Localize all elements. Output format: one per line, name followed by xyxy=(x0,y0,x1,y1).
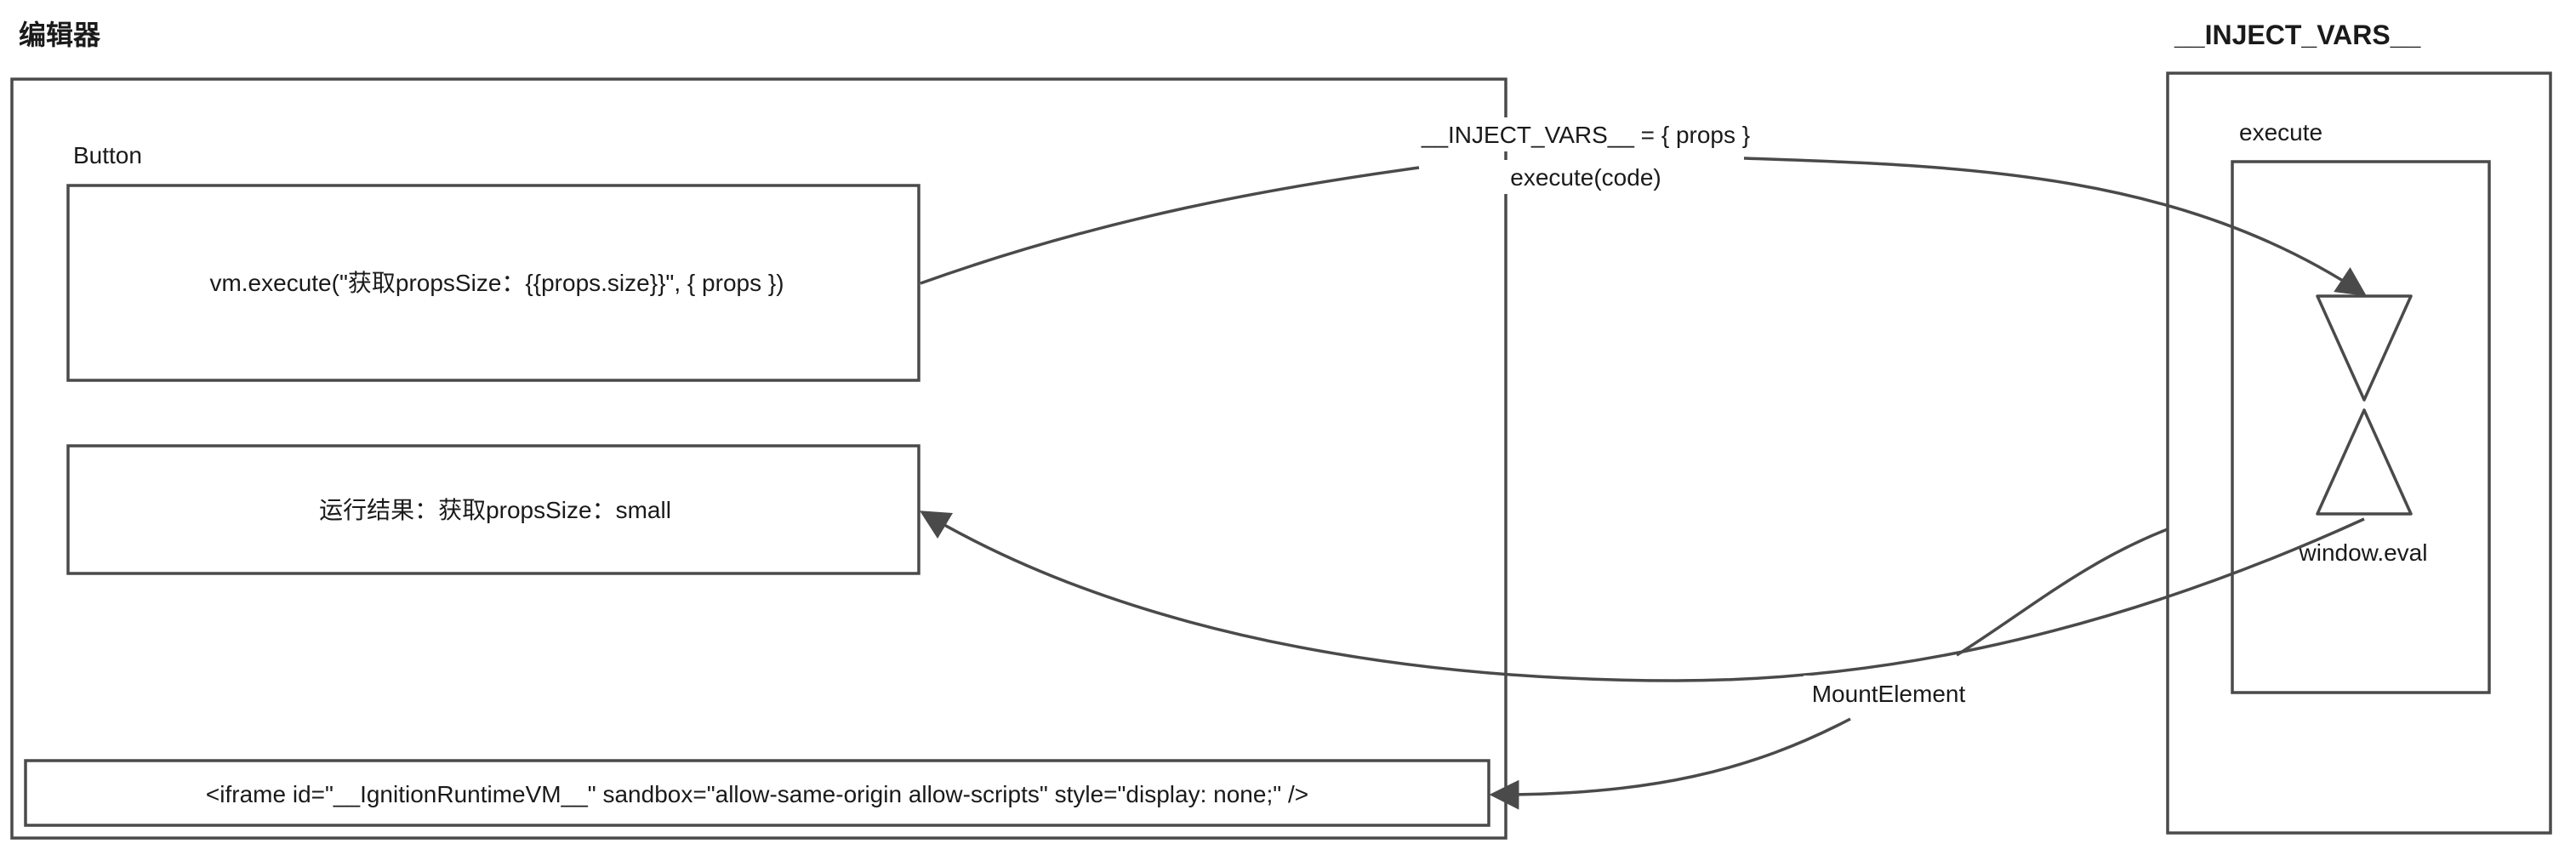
iframe-text: <iframe id="__IgnitionRuntimeVM__" sandb… xyxy=(206,781,1308,807)
execute-code-label-bg xyxy=(1497,160,1676,194)
edge-button-to-inject xyxy=(920,166,1420,285)
iframe-box xyxy=(24,759,1490,827)
editor-frame xyxy=(10,77,1507,840)
hourglass-icon-lower xyxy=(2316,408,2413,516)
editor-title: 编辑器 xyxy=(19,20,101,50)
edge-mount-to-iframe xyxy=(1956,528,2169,657)
hourglass-icon xyxy=(2316,294,2413,402)
button-component-box[interactable] xyxy=(66,184,920,382)
button-component-label: Button xyxy=(73,142,142,168)
execute-call-text: vm.execute("获取propsSize：{{props.size}}",… xyxy=(209,270,784,296)
mount-element-label: MountElement xyxy=(1812,681,1966,707)
runtime-title: __INJECT_VARS__ xyxy=(2174,20,2422,50)
runtime-frame xyxy=(2166,71,2552,835)
inject-vars-label: __INJECT_VARS__ = { props } xyxy=(1421,122,1750,148)
execute-label: execute xyxy=(2239,119,2322,145)
eval-label-bg xyxy=(2288,531,2442,573)
edge-eval-to-result xyxy=(919,510,2365,682)
edge-inject-to-execute xyxy=(1743,157,2367,296)
edge-mount-label-to-iframe xyxy=(1489,717,1851,810)
execute-box xyxy=(2231,160,2491,694)
window-eval-label: window.eval xyxy=(2299,539,2428,566)
execute-code-label: execute(code) xyxy=(1510,164,1661,191)
inject-label-bg xyxy=(1419,117,1752,151)
result-box xyxy=(66,444,920,575)
result-text: 运行结果：获取propsSize：small xyxy=(319,497,671,523)
mount-label-bg xyxy=(1804,676,1974,710)
